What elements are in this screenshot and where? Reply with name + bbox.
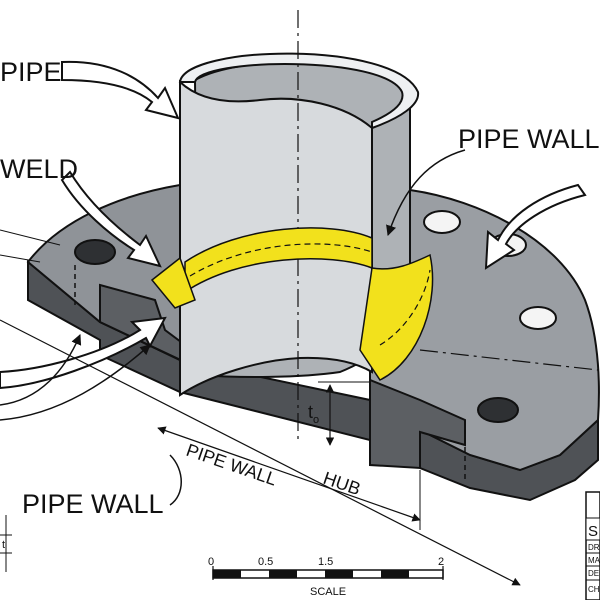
weld-fillet-left bbox=[150, 256, 196, 309]
scale-tick: 2 bbox=[438, 556, 444, 568]
label-pipe-wall-right: PIPE WALL bbox=[458, 124, 600, 154]
scale-bar: 0 0.5 1.5 2 SCALE bbox=[208, 556, 444, 598]
pipe-rim bbox=[178, 52, 420, 130]
bolt-hole bbox=[423, 210, 461, 234]
title-block-row: MA bbox=[588, 556, 600, 565]
pipe-wall-arrow-right bbox=[484, 183, 587, 270]
label-thickness: to bbox=[308, 402, 319, 426]
scale-caption: SCALE bbox=[310, 586, 346, 598]
title-block-row: CH bbox=[588, 585, 600, 594]
label-thickness-small: t bbox=[2, 539, 5, 551]
bolt-hole bbox=[74, 239, 116, 265]
label-pipe-wall-dim: PIPE WALL bbox=[184, 440, 280, 490]
weld-arrow bbox=[60, 170, 162, 268]
pipe-wall-arrow-left bbox=[0, 316, 167, 390]
title-block-row: DE bbox=[588, 569, 599, 578]
title-block-row: S bbox=[588, 523, 598, 540]
dimensions bbox=[0, 229, 521, 586]
scale-tick: 0.5 bbox=[258, 556, 273, 568]
leaders bbox=[0, 60, 587, 506]
pipe bbox=[150, 10, 599, 440]
weld-fillet-right bbox=[359, 253, 434, 381]
title-block: S DR MA DE CH bbox=[585, 491, 600, 600]
pipe-arrow bbox=[61, 60, 180, 120]
scale-tick: 0 bbox=[208, 556, 214, 568]
title-block-row: DR bbox=[588, 543, 600, 552]
scale-tick: 1.5 bbox=[318, 556, 333, 568]
label-weld: WELD bbox=[0, 154, 78, 184]
label-pipe-wall-bottom: PIPE WALL bbox=[22, 489, 164, 519]
label-pipe: PIPE bbox=[0, 57, 62, 87]
bolt-hole bbox=[519, 306, 557, 330]
bolt-hole bbox=[477, 397, 519, 423]
